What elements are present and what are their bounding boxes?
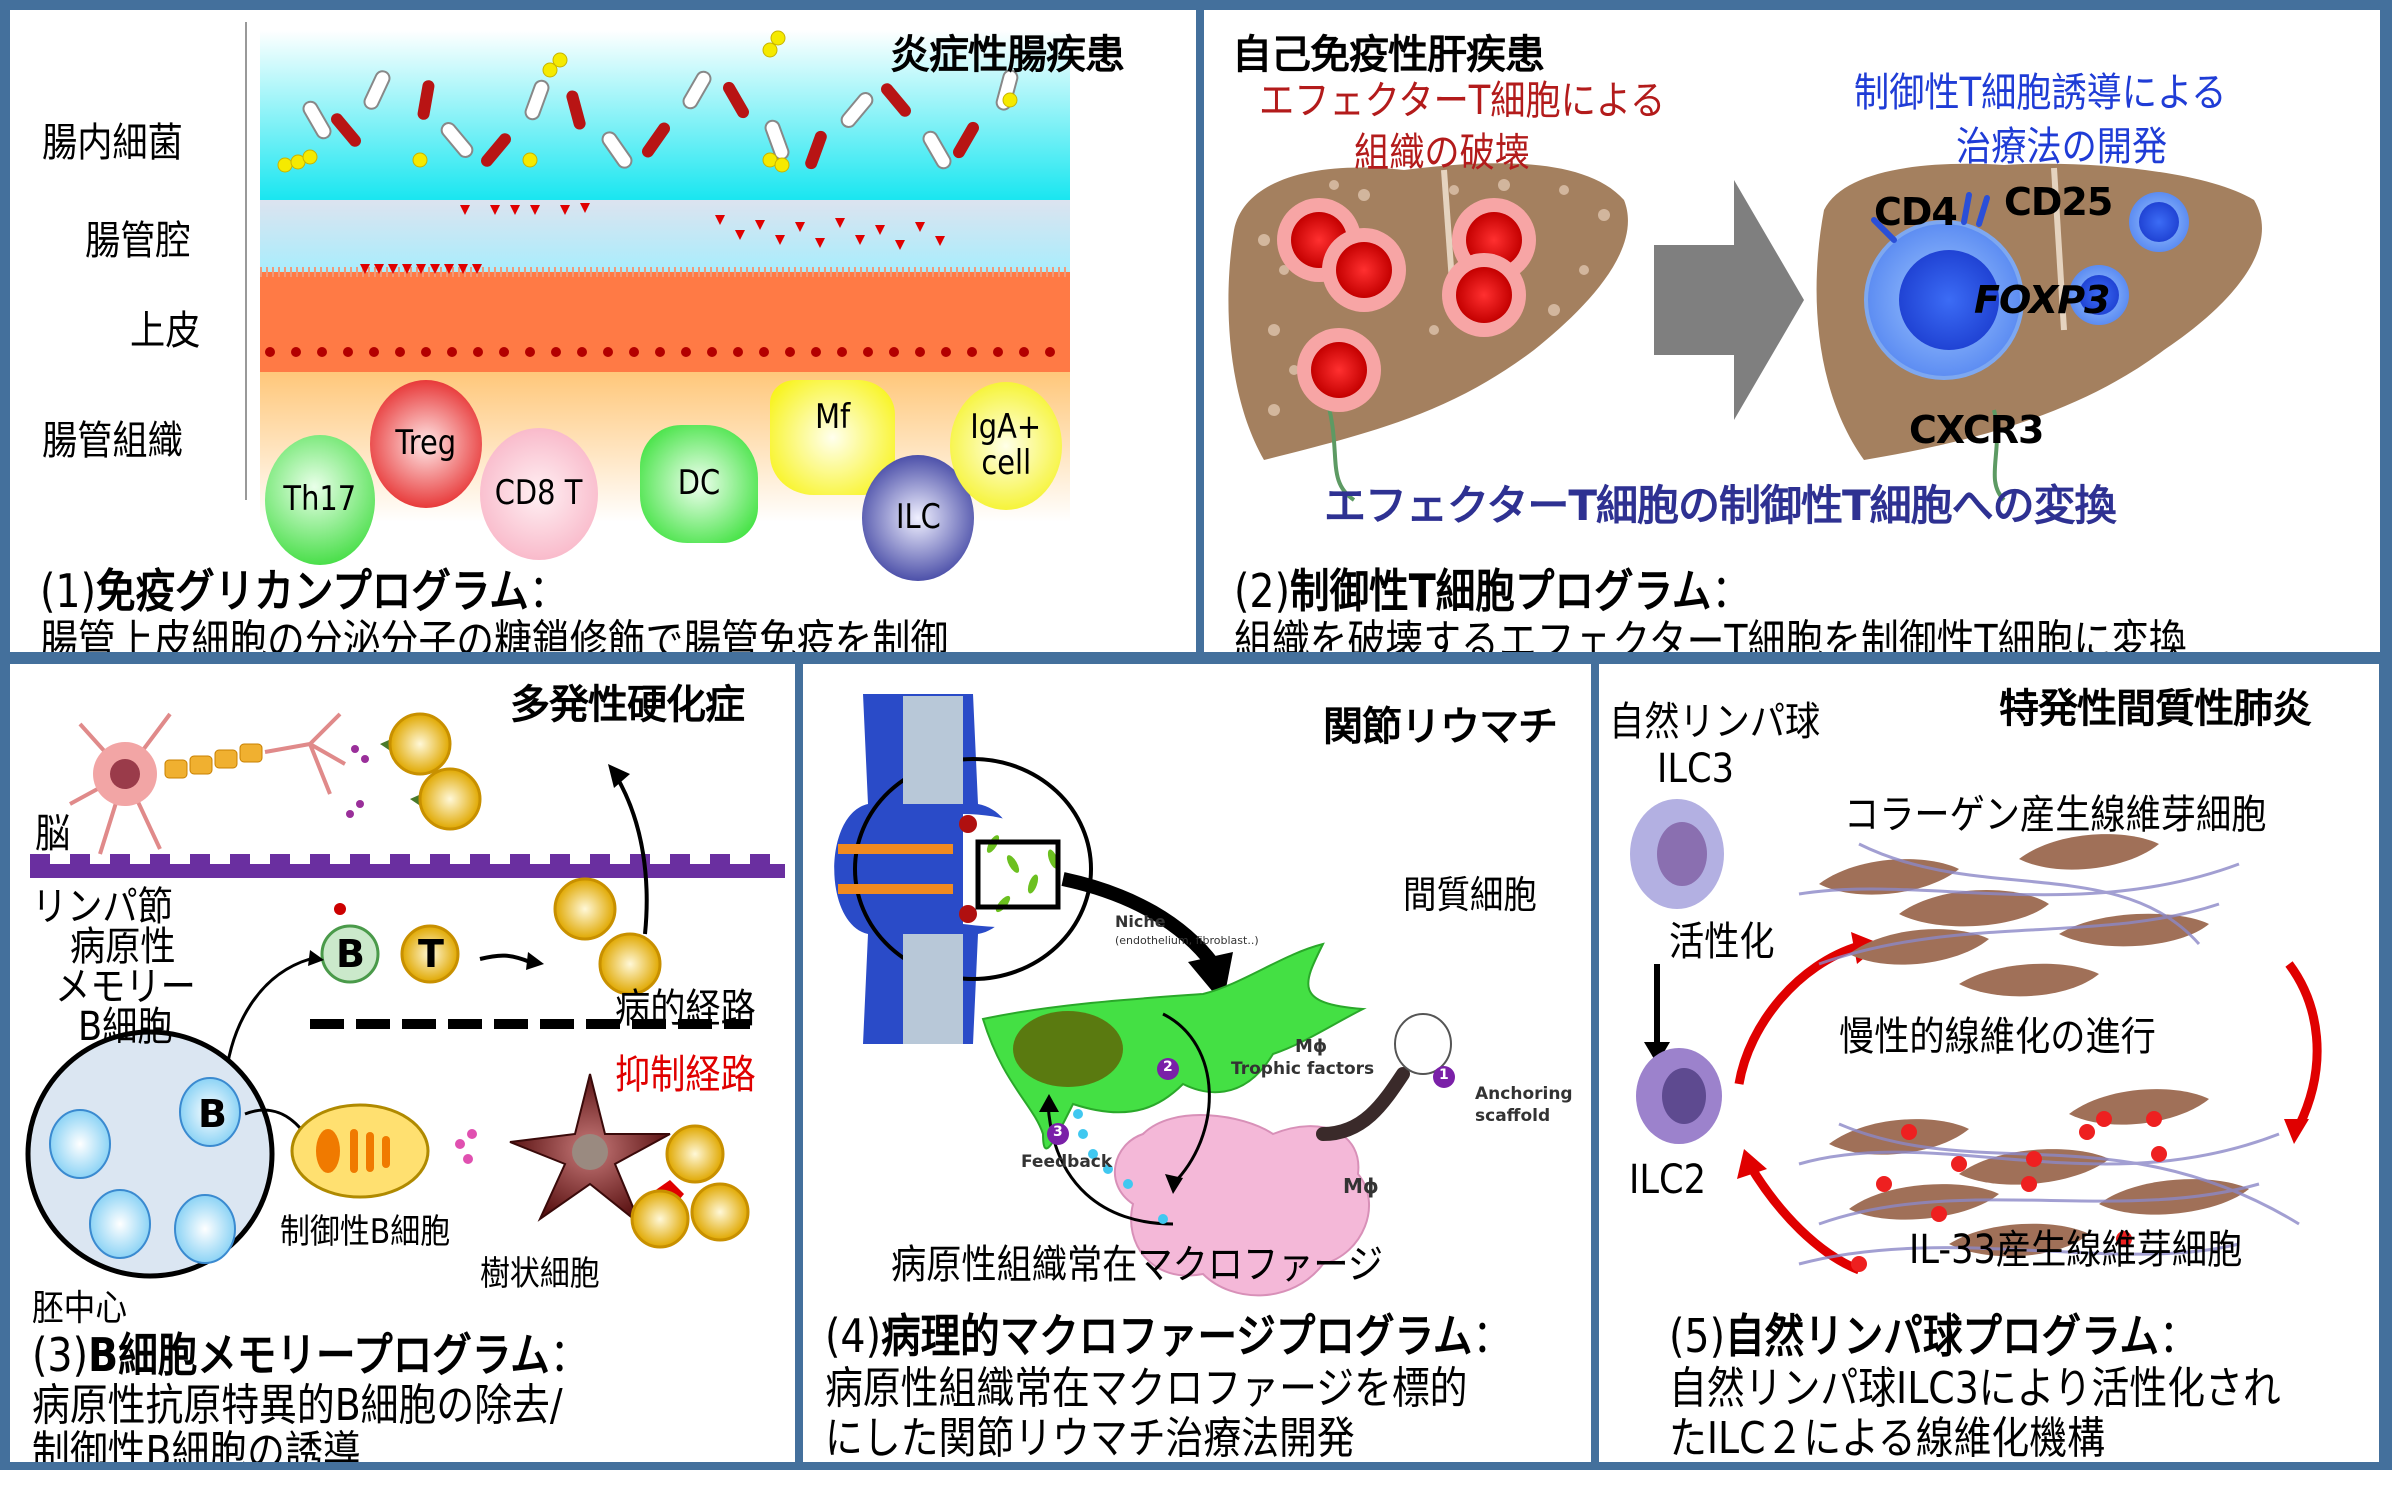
disease-title: 特発性間質性肺炎 xyxy=(1999,686,2312,732)
memory-b-label-2: メモリー xyxy=(55,964,196,1010)
step-number-2: 2 xyxy=(1163,1059,1173,1075)
marker-cd25: CD25 xyxy=(2004,180,2113,224)
t-cell-letter: T xyxy=(418,932,444,976)
niche-sub-label: (endothelium, fibroblast..) xyxy=(1115,934,1259,947)
marker-foxp3: FOXP3 xyxy=(1974,278,2110,322)
il33-fibroblast-label: IL-33産生線維芽細胞 xyxy=(1909,1227,2243,1273)
caption-body-line1: 病原性組織常在マクロファージを標的 xyxy=(825,1363,1468,1414)
cell-mf: Mf xyxy=(770,380,895,495)
step-number-3: 3 xyxy=(1053,1124,1063,1140)
ms-illustration xyxy=(25,712,785,1279)
dendritic-cell-label: 樹状細胞 xyxy=(480,1254,600,1294)
layer-label-lumen: 腸管腔 xyxy=(85,218,191,264)
disease-title: 関節リウマチ xyxy=(1323,704,1558,750)
caption-title: (2)制御性T細胞プログラム： xyxy=(1234,564,1752,618)
anchoring-label-1: Anchoring xyxy=(1475,1084,1573,1104)
blood-brain-barrier xyxy=(30,864,785,878)
trophic-factors-label: Trophic factors xyxy=(1231,1059,1375,1079)
panel-ibd: 炎症性腸疾患 腸内細菌 腸管腔 上皮 腸管組織 Th17 Treg CD8 T … xyxy=(10,10,1196,652)
cell-treg: Treg xyxy=(370,380,482,508)
cell-th17: Th17 xyxy=(265,435,375,565)
treg-heading-line2: 治療法の開発 xyxy=(1956,124,2168,170)
regulatory-b-label: 制御性B細胞 xyxy=(280,1212,451,1252)
cell-dc: DC xyxy=(640,425,758,543)
panel-rheumatoid-arthritis: 関節リウマチ 間質細胞 Niche (endothelium, fibrobla… xyxy=(803,664,1591,1462)
brain-label: 脳 xyxy=(35,811,71,857)
caption-body-line1: 病原性抗原特異的B細胞の除去/ xyxy=(32,1380,563,1431)
layer-label-tissue: 腸管組織 xyxy=(42,418,183,464)
liver-illustration xyxy=(1228,163,2262,502)
ra-illustration xyxy=(834,694,1455,1297)
disease-title: 炎症性腸疾患 xyxy=(890,32,1125,78)
cell-cd8-t: CD8 T xyxy=(480,428,598,560)
caption-body-line1: 自然リンパ球ILC3により活性化され xyxy=(1669,1363,2281,1414)
caption-body-line2: たILC２による線維化機構 xyxy=(1669,1413,2105,1462)
niche-label: Niche xyxy=(1115,912,1166,931)
disease-title: 自己免疫性肝疾患 xyxy=(1232,32,1545,78)
cell-ilc: ILC xyxy=(862,455,974,581)
cell-iga: IgA+cell xyxy=(950,382,1062,510)
suppressive-path-label: 抑制経路 xyxy=(615,1052,756,1098)
anchoring-label-2: scaffold xyxy=(1475,1106,1551,1126)
layer-label-microbiota: 腸内細菌 xyxy=(42,120,183,166)
memory-b-label-3: B細胞 xyxy=(78,1004,173,1050)
caption-title: (3)B細胞メモリープログラム： xyxy=(32,1328,590,1382)
b-cell-letter: B xyxy=(336,932,365,976)
caption-body-line2: にした関節リウマチ治療法開発 xyxy=(825,1413,1355,1462)
caption-body: 腸管上皮細胞の分泌分子の糖鎖修飾で腸管免疫を制御 xyxy=(40,616,949,652)
gc-b-cell-letter: B xyxy=(198,1092,227,1136)
macrophage xyxy=(1114,1114,1370,1297)
effector-heading-line2: 組織の破壊 xyxy=(1354,130,1530,176)
panel-autoimmune-liver: 自己免疫性肝疾患 エフェクターT細胞による 組織の破壊 制御性T細胞誘導による … xyxy=(1204,10,2380,652)
effector-heading-line1: エフェクターT細胞による xyxy=(1259,78,1666,124)
memory-b-label-1: 病原性 xyxy=(70,924,176,970)
mphi-label-lower: Mϕ xyxy=(1343,1174,1379,1198)
marker-cxcr3: CXCR3 xyxy=(1909,408,2044,452)
mphi-label-upper: Mϕ xyxy=(1295,1036,1328,1057)
caption-body-line2: 制御性B細胞の誘導 xyxy=(32,1427,361,1462)
ipf-illustration xyxy=(1630,799,2322,1275)
stromal-cell-label: 間質細胞 xyxy=(1403,873,1537,917)
macrophage-label: 病原性組織常在マクロファージ xyxy=(891,1242,1384,1288)
fibrosis-progression-label: 慢性的線維化の進行 xyxy=(1839,1014,2156,1060)
feedback-label: Feedback xyxy=(1021,1152,1113,1172)
joint xyxy=(834,694,1020,1044)
innate-lymphoid-label: 自然リンパ球 xyxy=(1609,699,1821,745)
caption-title: (4)病理的マクロファージプログラム： xyxy=(825,1309,1513,1363)
conversion-heading: エフェクターT細胞の制御性T細胞への変換 xyxy=(1324,481,2117,530)
panel-idiopathic-pneumonia: 特発性間質性肺炎 自然リンパ球 ILC3 活性化 ILC2 コラーゲン産生線維芽… xyxy=(1599,664,2379,1462)
panel-multiple-sclerosis: 多発性硬化症 脳 リンパ節 病原性 メモリー B細胞 B T 病的経路 抑制経路… xyxy=(10,664,795,1462)
caption-title: (1)免疫グリカンプログラム： xyxy=(40,564,569,618)
step-number-1: 1 xyxy=(1439,1067,1449,1083)
layer-label-epithelium: 上皮 xyxy=(130,308,201,354)
activation-label: 活性化 xyxy=(1669,919,1775,965)
transition-arrow xyxy=(1654,180,1804,420)
disease-title: 多発性硬化症 xyxy=(510,682,745,728)
caption-body: 組織を破壊するエフェクターT細胞を制御性T細胞に変換 xyxy=(1234,616,2187,652)
lymph-node-label: リンパ節 xyxy=(32,884,173,930)
treg-heading-line1: 制御性T細胞誘導による xyxy=(1854,70,2227,116)
damaged-liver xyxy=(1228,163,1628,460)
caption-title: (5)自然リンパ球プログラム： xyxy=(1669,1309,2199,1363)
collagen-fibroblast-label: コラーゲン産生線維芽細胞 xyxy=(1844,792,2267,838)
ilc2-label: ILC2 xyxy=(1629,1157,1706,1203)
ilc3-label: ILC3 xyxy=(1657,746,1734,792)
pathogenic-path-label: 病的経路 xyxy=(615,986,756,1032)
germinal-center-label: 胚中心 xyxy=(32,1288,128,1329)
marker-cd4: CD4 xyxy=(1874,190,1958,234)
niche-cell xyxy=(981,942,1367,1150)
